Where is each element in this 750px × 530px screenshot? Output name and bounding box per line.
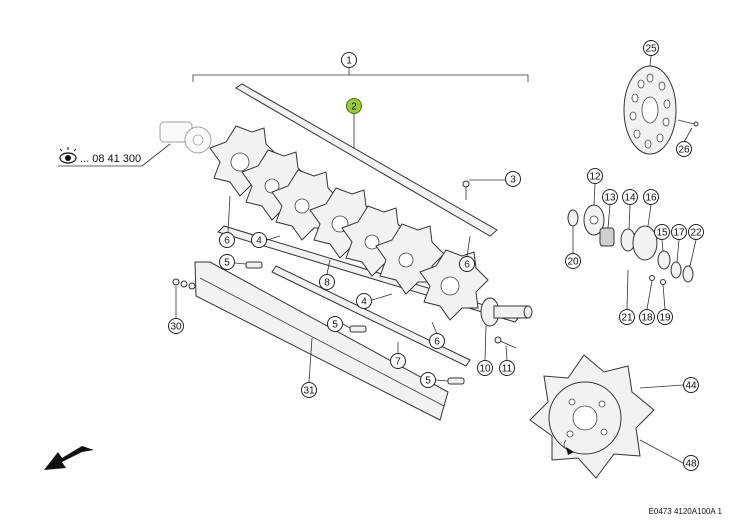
callouts: 1 2 3 4 4 5 (168, 40, 704, 471)
callout-30: 30 (168, 286, 184, 334)
pin (245, 261, 263, 269)
svg-text:8: 8 (324, 278, 330, 289)
svg-text:13: 13 (604, 193, 616, 204)
callout-4: 4 (356, 293, 393, 309)
flange-shaft-end (480, 297, 533, 327)
callout-11: 11 (499, 345, 515, 376)
bearing-hub (599, 227, 615, 247)
callout-5: 5 (219, 254, 247, 270)
document-code: E0473 4120A100A 1 (649, 507, 723, 516)
washer (649, 275, 655, 281)
callout-5: 5 (327, 316, 351, 332)
svg-text:6: 6 (224, 236, 230, 247)
callout-13: 13 (602, 189, 618, 229)
bolt (494, 336, 517, 349)
callout-10: 10 (477, 325, 493, 376)
rod (271, 265, 471, 367)
svg-text:15: 15 (656, 228, 668, 239)
svg-text:20: 20 (567, 257, 579, 268)
svg-text:44: 44 (685, 381, 697, 392)
arrow-down-left-icon (44, 446, 94, 470)
callout-44: 44 (639, 377, 699, 393)
callout-3: 3 (469, 171, 521, 187)
screw (462, 180, 470, 200)
svg-text:11: 11 (502, 364, 513, 375)
ring (567, 209, 579, 227)
callout-6: 6 (459, 235, 475, 272)
svg-text:7: 7 (395, 357, 401, 368)
group-bracket (192, 68, 529, 82)
circlip (670, 261, 682, 279)
svg-text:19: 19 (659, 313, 671, 324)
scraper-plate (172, 261, 449, 421)
svg-text:4: 4 (361, 297, 367, 308)
svg-text:26: 26 (678, 145, 690, 156)
svg-text:6: 6 (434, 337, 440, 348)
nut (660, 279, 666, 285)
eye-icon (59, 147, 77, 164)
retaining-ring (682, 265, 694, 283)
svg-text:25: 25 (645, 44, 657, 55)
callout-21: 21 (619, 269, 635, 325)
callout-6: 6 (219, 195, 235, 248)
callout-12: 12 (587, 168, 603, 206)
callout-20: 20 (565, 226, 581, 269)
svg-text:14: 14 (624, 193, 636, 204)
svg-text:16: 16 (645, 193, 657, 204)
svg-text:22: 22 (690, 228, 702, 239)
svg-text:1: 1 (346, 56, 352, 67)
reference-note: ... 08 41 300 (58, 143, 171, 167)
svg-text:48: 48 (685, 459, 697, 470)
pin (349, 325, 367, 333)
rotor-assembly (159, 83, 533, 385)
bearing-assembly (567, 204, 694, 285)
svg-text:2: 2 (351, 102, 357, 113)
svg-text:5: 5 (332, 320, 338, 331)
svg-text:30: 30 (170, 322, 182, 333)
svg-text:5: 5 (425, 376, 431, 387)
pin (447, 377, 465, 385)
callout-7: 7 (390, 342, 406, 369)
svg-text:4: 4 (256, 236, 262, 247)
callout-48: 48 (639, 439, 699, 471)
callout-2: 2 (346, 98, 362, 148)
svg-text:21: 21 (621, 313, 633, 324)
callout-14: 14 (622, 189, 638, 230)
callout-1: 1 (341, 52, 357, 68)
perforated-disc (623, 65, 699, 155)
svg-text:12: 12 (589, 172, 601, 183)
bar-strip (235, 83, 498, 237)
drive-hub-ghost (159, 121, 212, 154)
svg-text:10: 10 (479, 364, 491, 375)
callout-18: 18 (639, 280, 655, 325)
callout-26: 26 (676, 127, 693, 157)
svg-text:3: 3 (510, 175, 516, 186)
callout-16: 16 (643, 189, 659, 227)
callout-6: 6 (429, 321, 445, 349)
bearing-cover (632, 225, 658, 261)
seal-ring (657, 250, 671, 270)
svg-text:6: 6 (464, 260, 470, 271)
callout-19: 19 (657, 284, 673, 325)
svg-text:5: 5 (224, 258, 230, 269)
callout-25: 25 (643, 40, 659, 67)
callout-8: 8 (319, 259, 335, 290)
callout-5: 5 (420, 372, 449, 388)
svg-text:31: 31 (303, 386, 315, 397)
svg-text:17: 17 (673, 228, 685, 239)
callout-4: 4 (251, 232, 281, 248)
star-rotor-detail (529, 354, 655, 479)
callout-15: 15 (654, 224, 670, 252)
callout-31: 31 (301, 337, 317, 398)
callout-17: 17 (671, 224, 687, 263)
callout-22: 22 (688, 224, 704, 267)
svg-text:18: 18 (641, 313, 653, 324)
reference-text: ... 08 41 300 (80, 153, 141, 165)
